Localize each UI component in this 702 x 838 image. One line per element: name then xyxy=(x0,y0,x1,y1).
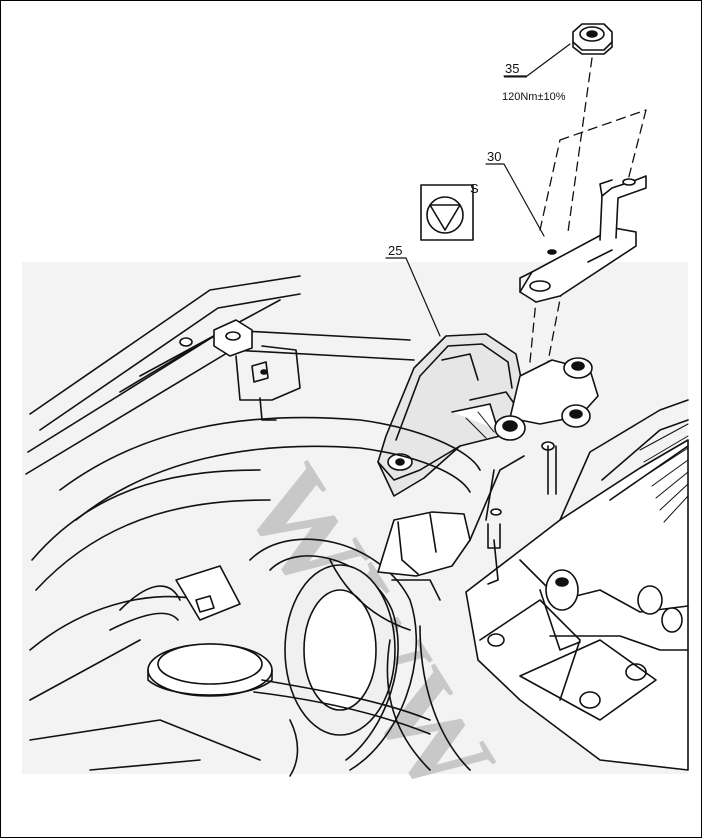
svg-text:35: 35 xyxy=(505,61,519,76)
coolant-cap xyxy=(147,643,431,735)
svg-text:120Nm±10%: 120Nm±10% xyxy=(502,91,566,103)
callout-35: 35 120Nm±10% xyxy=(502,61,566,103)
symbol-letter: S xyxy=(470,181,479,196)
callout-leaders xyxy=(385,43,571,337)
svg-text:30: 30 xyxy=(487,149,501,164)
gearbox xyxy=(465,399,689,771)
bracket-part-30 xyxy=(519,175,647,303)
washer-bottle xyxy=(109,565,241,631)
engine-mount-part-25 xyxy=(377,333,525,497)
callout-30: 30 xyxy=(487,149,501,164)
mount-bushings xyxy=(494,357,599,495)
nut-part-35 xyxy=(572,23,613,55)
inspection-symbol xyxy=(420,184,474,241)
side-member xyxy=(377,455,525,601)
hoses-foreground xyxy=(289,559,471,777)
svg-text:25: 25 xyxy=(388,243,402,258)
callout-25: 25 xyxy=(388,243,402,258)
body-bracket xyxy=(179,319,301,421)
